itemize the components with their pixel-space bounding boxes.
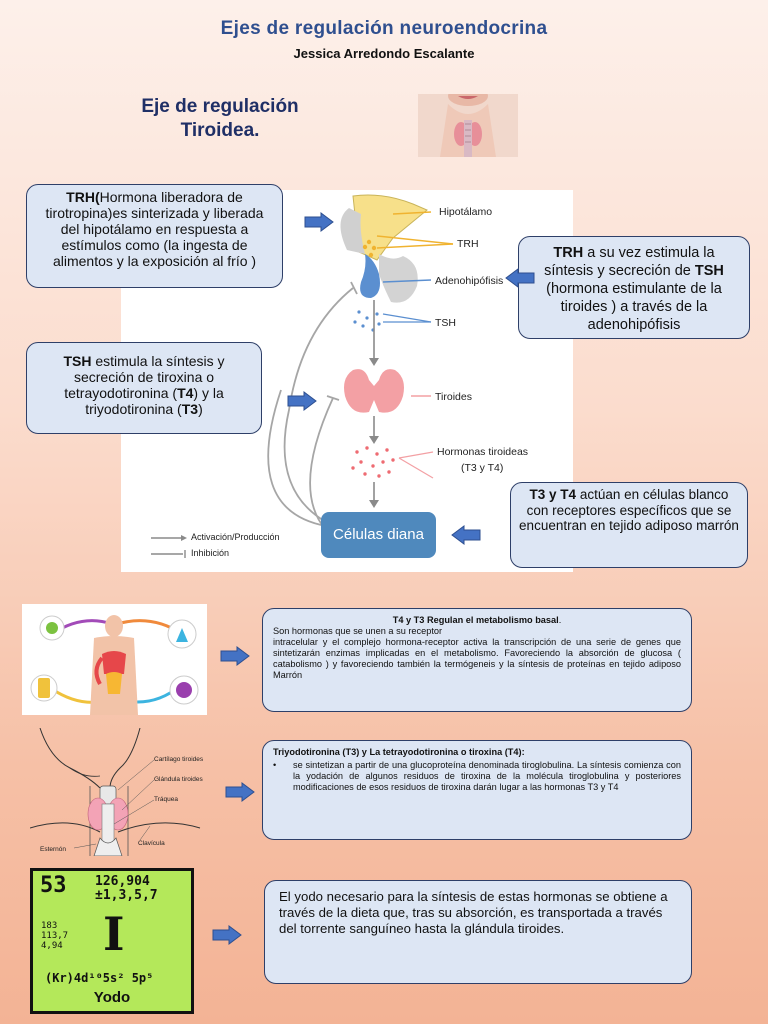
trh-tsh-b2: TSH (694, 263, 724, 279)
metabolism-body: intracelular y el complejo hormona-recep… (273, 637, 681, 680)
trh-tsh-b1: TRH (553, 245, 584, 261)
arrow-left-icon (505, 268, 535, 288)
synthesis-bullet: • (273, 760, 277, 770)
label-tiroides: Tiroides (435, 391, 472, 403)
t3t4-info-box: T3 y T4 actúan en células blanco con rec… (510, 482, 748, 568)
section-title: Eje de regulación Tiroidea. (110, 95, 330, 143)
label-traquea: Tráquea (154, 796, 178, 803)
arrow-left-icon (451, 525, 481, 545)
label-tsh: TSH (435, 317, 456, 329)
trh-tsh-t2: (hormona estimulante de la tiroides ) a … (546, 281, 722, 333)
iodine-oxidation: ±1,3,5,7 (95, 888, 158, 903)
tsh-t1: estimula la síntesis y secreción de tiro… (64, 353, 225, 401)
trh-tsh-t1: a su vez estimula la síntesis y secreció… (544, 245, 715, 279)
metabolism-header-tail: . (558, 615, 562, 625)
tsh-t3: ) (198, 401, 203, 417)
label-clavicula: Clavícula (138, 840, 165, 847)
section-title-line1: Eje de regulación (141, 96, 299, 117)
label-hormonas-line2: (T3 y T4) (461, 462, 504, 474)
legend-inhibition: Inhibición (191, 548, 230, 558)
arrow-right-icon (304, 212, 334, 232)
arrow-right-icon (225, 782, 255, 802)
trh-bold: TRH( (66, 189, 100, 205)
metabolism-illustration (22, 604, 207, 715)
neck-anatomy-illustration: Cartílago tiroides Glándula tiroides Trá… (30, 728, 225, 856)
label-esternon: Esternón (40, 846, 67, 853)
synthesis-info-box: Triyodotironina (T3) y La tetrayodotiron… (262, 740, 692, 840)
iodine-atomic-mass: 126,904 (95, 874, 150, 889)
trh-info-box: TRH(Hormona liberadora de tirotropina)es… (26, 184, 283, 288)
iodine-val1: 183 (41, 921, 58, 931)
synthesis-body: se sintetizan a partir de una glucoprote… (293, 760, 681, 792)
tsh-b3: T3 (181, 401, 199, 417)
iodine-periodic-card: 53 126,904 ±1,3,5,7 183 113,7 4,94 I (Kr… (30, 868, 194, 1014)
iodine-mass-block: 126,904 ±1,3,5,7 (95, 875, 158, 903)
metabolism-info-box: T4 y T3 Regulan el metabolismo basal. So… (262, 608, 692, 712)
label-hipotalamo: Hipotálamo (439, 206, 493, 218)
label-adenohipofisis: Adenohipófisis (435, 275, 504, 287)
section-title-line2: Tiroidea. (180, 120, 260, 141)
tsh-t2: ) y la triyodotironina ( (85, 385, 224, 417)
arrow-right-icon (287, 391, 317, 411)
celulas-diana-badge: Células diana (321, 512, 436, 558)
trh-tsh-info-box: TRH a su vez estimula la síntesis y secr… (518, 236, 750, 339)
iodine-electron-config: (Kr)4d¹⁰5s² 5p⁵ (45, 971, 154, 985)
document-author: Jessica Arredondo Escalante (293, 46, 475, 61)
metabolism-line1: Son hormonas que se unen a su receptor (273, 626, 443, 636)
iodine-name: Yodo (93, 989, 131, 1006)
label-glandula: Glándula tiroides (154, 776, 203, 783)
tsh-b2: T4 (177, 385, 194, 401)
iodine-atomic-number: 53 (40, 873, 67, 898)
synthesis-header: Triyodotironina (T3) y La tetrayodotiron… (273, 747, 525, 757)
arrow-right-icon (212, 925, 242, 945)
label-trh: TRH (457, 238, 479, 250)
t3t4-b1: T3 y T4 (529, 487, 577, 502)
document-title: Ejes de regulación neuroendocrina (220, 18, 548, 39)
neck-thyroid-image (418, 94, 518, 157)
iodine-val2: 113,7 (41, 931, 69, 941)
t3t4-t1: actúan en células blanco con receptores … (519, 487, 739, 533)
trh-text: Hormona liberadora de tirotropina)es sin… (45, 189, 264, 269)
iodine-symbol: I (103, 907, 125, 961)
iodine-values: 183 113,7 4,94 (41, 921, 68, 951)
tsh-b1: TSH (63, 353, 92, 369)
label-hormonas-line1: Hormonas tiroideas (437, 446, 529, 458)
metabolism-header-text: T4 y T3 Regulan el metabolismo basal (392, 615, 559, 625)
tsh-info-box: TSH estimula la síntesis y secreción de … (26, 342, 262, 434)
label-cartilago: Cartílago tiroides (154, 756, 204, 763)
arrow-right-icon (220, 646, 250, 666)
iodine-info-box: El yodo necesario para la síntesis de es… (264, 880, 692, 984)
legend-activation: Activación/Producción (191, 532, 280, 542)
iodine-val3: 4,94 (41, 941, 63, 951)
iodine-text: El yodo necesario para la síntesis de es… (279, 889, 668, 936)
metabolism-header: T4 y T3 Regulan el metabolismo basal. (273, 615, 681, 626)
